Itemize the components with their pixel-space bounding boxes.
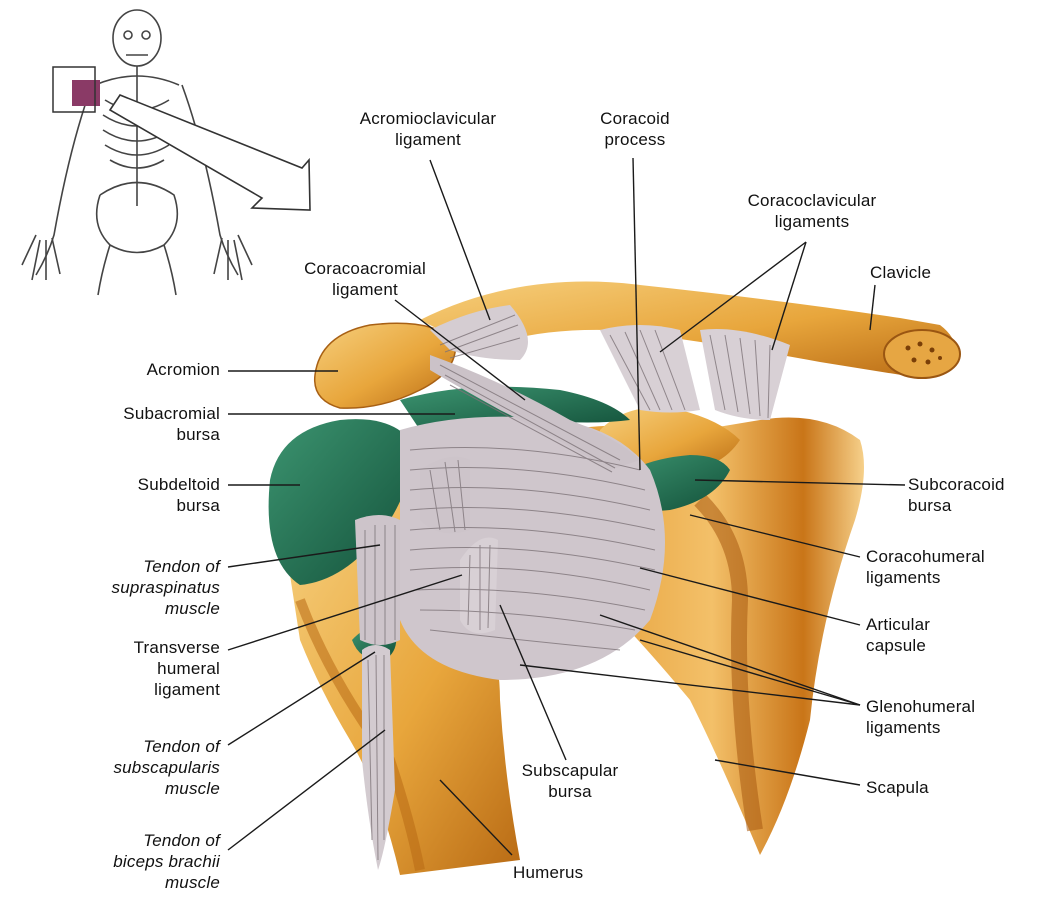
label-tendon-biceps-brachii: Tendon of biceps brachii muscle bbox=[70, 830, 220, 893]
shoulder-highlight bbox=[72, 80, 100, 106]
label-clavicle: Clavicle bbox=[870, 262, 980, 283]
clavicle-cut-end bbox=[884, 330, 960, 378]
label-subscapular-bursa: Subscapular bursa bbox=[505, 760, 635, 802]
label-scapula: Scapula bbox=[866, 777, 986, 798]
label-articular-capsule: Articular capsule bbox=[866, 614, 986, 656]
label-glenohumeral-ligaments: Glenohumeral ligaments bbox=[866, 696, 1036, 738]
label-subcoracoid-bursa: Subcoracoid bursa bbox=[908, 474, 1028, 516]
label-subdeltoid-bursa: Subdeltoid bursa bbox=[70, 474, 220, 516]
label-coracohumeral-ligaments: Coracohumeral ligaments bbox=[866, 546, 1036, 588]
label-coracoid-process: Coracoid process bbox=[575, 108, 695, 150]
label-transverse-humeral-ligament: Transverse humeral ligament bbox=[70, 637, 220, 700]
label-subacromial-bursa: Subacromial bursa bbox=[70, 403, 220, 445]
label-acromioclavicular-ligament: Acromioclavicular ligament bbox=[318, 108, 538, 150]
zoom-arrow bbox=[110, 95, 310, 210]
label-coracoacromial-ligament: Coracoacromial ligament bbox=[270, 258, 460, 300]
label-tendon-supraspinatus: Tendon of supraspinatus muscle bbox=[70, 556, 220, 619]
label-coracoclavicular-ligaments: Coracoclavicular ligaments bbox=[712, 190, 912, 232]
label-acromion: Acromion bbox=[70, 359, 220, 380]
label-humerus: Humerus bbox=[513, 862, 623, 883]
label-tendon-subscapularis: Tendon of subscapularis muscle bbox=[70, 736, 220, 799]
